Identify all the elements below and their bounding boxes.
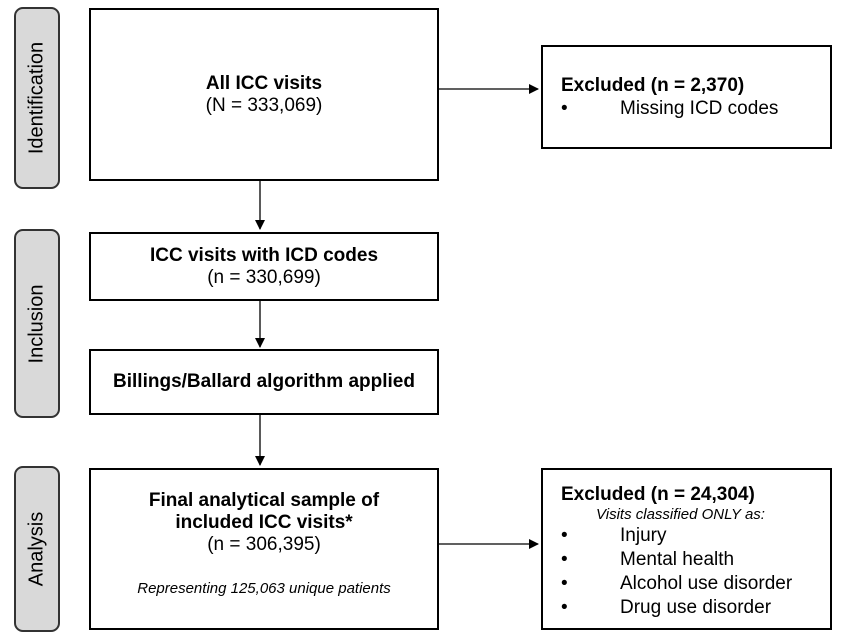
algorithm-title: Billings/Ballard algorithm applied bbox=[113, 371, 415, 392]
stage-analysis: Analysis bbox=[14, 466, 60, 632]
box-all-visits: All ICC visits (N = 333,069) bbox=[89, 8, 439, 181]
final-title-line2: included ICC visits* bbox=[175, 512, 353, 533]
excluded-second-title: Excluded (n = 24,304) bbox=[561, 484, 755, 505]
list-item: Drug use disorder bbox=[543, 596, 830, 620]
list-item: Injury bbox=[543, 524, 830, 548]
final-title-line1: Final analytical sample of bbox=[148, 490, 380, 511]
all-visits-count: (N = 333,069) bbox=[205, 94, 323, 116]
list-item: Missing ICD codes bbox=[543, 97, 830, 121]
list-item: Alcohol use disorder bbox=[543, 572, 830, 596]
with-icd-title: ICC visits with ICD codes bbox=[149, 244, 379, 266]
all-visits-title: All ICC visits bbox=[205, 72, 323, 94]
stage-inclusion: Inclusion bbox=[14, 229, 60, 418]
box-excluded-second: Excluded (n = 24,304) Visits classified … bbox=[541, 468, 832, 630]
excluded-first-list: Missing ICD codes bbox=[561, 97, 830, 121]
excluded-second-list: Injury Mental health Alcohol use disorde… bbox=[543, 524, 830, 620]
with-icd-count: (n = 330,699) bbox=[207, 266, 321, 288]
box-final-sample: Final analytical sample of included ICC … bbox=[89, 468, 439, 630]
final-count: (n = 306,395) bbox=[207, 534, 321, 555]
box-with-icd: ICC visits with ICD codes (n = 330,699) bbox=[89, 232, 439, 301]
box-algorithm: Billings/Ballard algorithm applied bbox=[89, 349, 439, 415]
excluded-first-title: Excluded (n = 2,370) bbox=[561, 75, 745, 96]
final-note: Representing 125,063 unique patients bbox=[137, 580, 391, 597]
list-item: Mental health bbox=[543, 548, 830, 572]
excluded-second-subtitle: Visits classified ONLY as: bbox=[596, 506, 765, 523]
stage-identification: Identification bbox=[14, 7, 60, 189]
box-excluded-first: Excluded (n = 2,370) Missing ICD codes bbox=[541, 45, 832, 149]
